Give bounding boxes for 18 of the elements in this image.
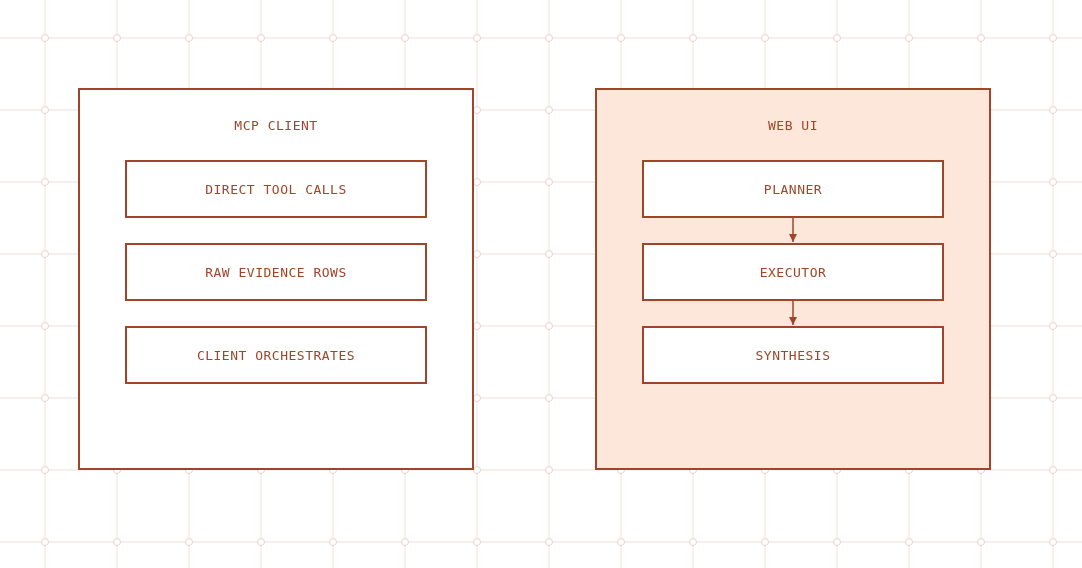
process-box: [642, 243, 944, 301]
arrow: [789, 217, 797, 243]
process-box: [642, 160, 944, 218]
process-box: [125, 243, 427, 301]
process-box: [642, 326, 944, 384]
arrow: [789, 300, 797, 326]
group-panel: [595, 88, 991, 470]
process-box: [125, 326, 427, 384]
process-box: [125, 160, 427, 218]
box-label: PLANNER: [763, 181, 823, 197]
box-label: EXECUTOR: [759, 264, 827, 280]
box-label: RAW EVIDENCE ROWS: [205, 264, 347, 280]
group-panel: [78, 88, 474, 470]
box-label: SYNTHESIS: [755, 347, 831, 363]
box-label: CLIENT ORCHESTRATES: [196, 347, 356, 363]
box-label: DIRECT TOOL CALLS: [205, 181, 347, 197]
panel-title: MCP CLIENT: [234, 118, 318, 133]
panel-title: WEB UI: [768, 118, 818, 133]
